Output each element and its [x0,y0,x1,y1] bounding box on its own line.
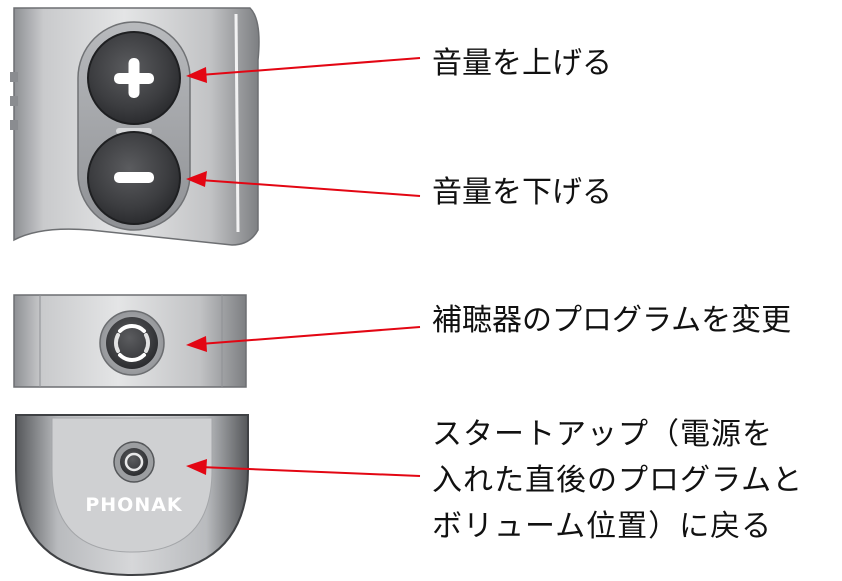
label-volume-down: 音量を下げる [432,175,612,210]
volume-down-button[interactable] [87,131,181,225]
startup-button[interactable] [113,441,155,483]
label-startup-line: ボリューム位置）に戻る [432,509,773,544]
label-startup-line: 入れた直後のプログラムと [432,463,804,498]
label-volume-up: 音量を上げる [432,46,612,81]
arrows [186,57,421,477]
side-notch [10,96,18,106]
edge-highlight [234,13,240,233]
volume-up-button[interactable] [87,31,181,125]
arrow-program [186,326,421,352]
brand-logo: PHONAK [85,494,183,516]
startup-module-face [51,417,213,553]
volume-module [10,7,260,246]
minus-icon [114,172,154,183]
side-notch [10,72,18,82]
label-change-program: 補聴器のプログラムを変更 [432,303,792,338]
startup-ring-icon [124,452,144,472]
side-notch [10,120,18,130]
arrow-startup [186,459,421,477]
program-ring-icon [114,324,150,362]
arrow-volume-down [186,171,421,197]
program-button[interactable] [99,310,165,376]
plus-icon [114,58,154,98]
program-module [13,294,247,388]
label-startup-line: スタートアップ（電源を [432,417,773,452]
label-startup: スタートアップ（電源を 入れた直後のプログラムと ボリューム位置）に戻る [432,412,803,550]
startup-module: PHONAK [15,414,249,577]
arrow-volume-up [186,57,421,83]
